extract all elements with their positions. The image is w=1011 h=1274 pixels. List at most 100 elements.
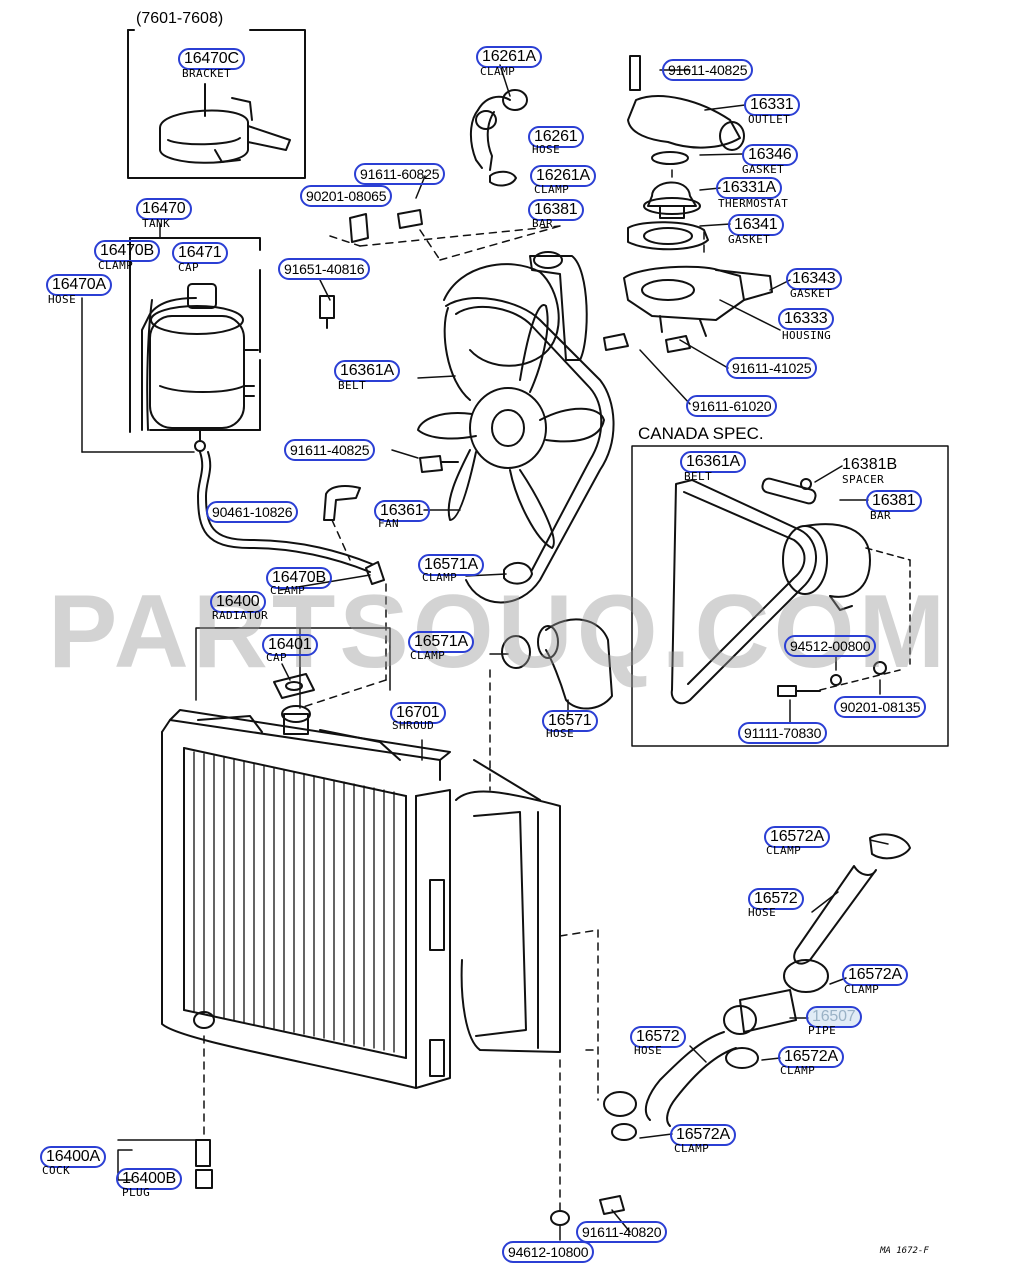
- part-callout-16507[interactable]: 16507: [806, 1006, 862, 1028]
- part-callout-16400[interactable]: 16400: [210, 591, 266, 613]
- part-callout-91611-40825-top[interactable]: 91611-40825: [662, 59, 754, 81]
- part-callout-16571[interactable]: 16571: [542, 710, 598, 732]
- part-name-gasket-16343: GASKET: [790, 287, 833, 300]
- part-callout-16470b-top[interactable]: 16470B: [94, 240, 160, 262]
- part-callout-16361a-canada[interactable]: 16361A: [680, 451, 746, 473]
- part-name-clamp-16470b-lower: CLAMP: [270, 584, 306, 597]
- part-name-fan: FAN: [378, 517, 400, 530]
- part-name-hose-16470a: HOSE: [48, 293, 77, 306]
- part-name-hose-16572-lower: HOSE: [634, 1044, 663, 1057]
- part-callout-16572-lower[interactable]: 16572: [630, 1026, 686, 1048]
- part-name-cap-16471: CAP: [178, 261, 200, 274]
- part-callout-16401[interactable]: 16401: [262, 634, 318, 656]
- part-callout-16261a-lower[interactable]: 16261A: [530, 165, 596, 187]
- part-name-hose-16572-upper: HOSE: [748, 906, 777, 919]
- part-callout-91111-70830[interactable]: 91111-70830: [738, 722, 828, 744]
- part-callout-91651-40816[interactable]: 91651-40816: [278, 258, 371, 280]
- part-callout-90461-10826[interactable]: 90461-10826: [206, 501, 299, 523]
- part-callout-16572a-2[interactable]: 16572A: [842, 964, 908, 986]
- part-name-tank: TANK: [142, 217, 171, 230]
- upper-hose-16261-drawing: [470, 89, 528, 187]
- part-callout-94612-10800[interactable]: 94612-10800: [502, 1241, 595, 1263]
- part-callout-16471[interactable]: 16471: [172, 242, 228, 264]
- part-label-16381b[interactable]: 16381B: [842, 456, 898, 473]
- part-name-thermostat: THERMOSTAT: [718, 197, 789, 210]
- part-callout-16470[interactable]: 16470: [136, 198, 192, 220]
- canada-belt-drawing: [670, 477, 887, 705]
- radiator-label-bracket: [195, 627, 391, 709]
- part-callout-16331a[interactable]: 16331A: [716, 177, 782, 199]
- bypass-hose-16572-drawing: [603, 833, 911, 1141]
- part-callout-16572a-1[interactable]: 16572A: [764, 826, 830, 848]
- reserve-tank-box: [129, 237, 261, 433]
- part-name-gasket-16341: GASKET: [728, 233, 771, 246]
- part-name-clamp-16572a-1: CLAMP: [766, 844, 802, 857]
- part-callout-91611-40820[interactable]: 91611-40820: [576, 1221, 668, 1243]
- part-name-bar-16381-canada: BAR: [870, 509, 892, 522]
- canada-spec-box: [631, 445, 949, 747]
- part-callout-16571a-upper[interactable]: 16571A: [418, 554, 484, 576]
- part-callout-16381-canada[interactable]: 16381: [866, 490, 922, 512]
- part-name-radiator: RADIATOR: [212, 609, 269, 622]
- part-name-clamp-16572a-2: CLAMP: [844, 983, 880, 996]
- part-callout-16572-upper[interactable]: 16572: [748, 888, 804, 910]
- radiator-16400-drawing: [161, 705, 451, 1089]
- part-name-hose-16261: HOSE: [532, 143, 561, 156]
- part-callout-90201-08065[interactable]: 90201-08065: [300, 185, 393, 207]
- part-callout-16343[interactable]: 16343: [786, 268, 842, 290]
- part-name-clamp-16470b-top: CLAMP: [98, 259, 134, 272]
- shroud-16701-drawing: [455, 759, 561, 1053]
- part-name-hose-16571: HOSE: [546, 727, 575, 740]
- part-callout-16701[interactable]: 16701: [390, 702, 446, 724]
- part-name-belt-main: BELT: [338, 379, 367, 392]
- part-name-clamp-16572a-3: CLAMP: [780, 1064, 816, 1077]
- part-name-pipe: PIPE: [808, 1024, 837, 1037]
- part-callout-16361[interactable]: 16361: [374, 500, 430, 522]
- canada-spec-heading: CANADA SPEC.: [638, 424, 764, 443]
- part-callout-16470a[interactable]: 16470A: [46, 274, 112, 296]
- part-callout-16400a[interactable]: 16400A: [40, 1146, 106, 1168]
- part-name-gasket-16346: GASKET: [742, 163, 785, 176]
- part-callout-16331[interactable]: 16331: [744, 94, 800, 116]
- part-callout-16261a-upper[interactable]: 16261A: [476, 46, 542, 68]
- part-name-plug: PLUG: [122, 1186, 151, 1199]
- part-callout-16261[interactable]: 16261: [528, 126, 584, 148]
- part-name-belt-canada: BELT: [684, 470, 713, 483]
- part-name-clamp-16571a-upper: CLAMP: [422, 571, 458, 584]
- part-name-clamp-16261a-upper: CLAMP: [480, 65, 516, 78]
- part-callout-16333[interactable]: 16333: [778, 308, 834, 330]
- part-name-cock: COCK: [42, 1164, 71, 1177]
- part-callout-16470c[interactable]: 16470C: [178, 48, 245, 70]
- part-callout-16470b-lower[interactable]: 16470B: [266, 567, 332, 589]
- part-callout-16361a-main[interactable]: 16361A: [334, 360, 400, 382]
- part-name-housing: HOUSING: [782, 329, 832, 342]
- housing-16333-drawing: [623, 265, 773, 337]
- part-callout-16381-main[interactable]: 16381: [528, 199, 584, 221]
- lower-hose-16571-drawing: [501, 562, 613, 710]
- part-callout-16571a-lower[interactable]: 16571A: [408, 631, 474, 653]
- part-callout-91611-60825[interactable]: 91611-60825: [354, 163, 446, 185]
- part-callout-90201-08135[interactable]: 90201-08135: [834, 696, 927, 718]
- part-callout-16400b[interactable]: 16400B: [116, 1168, 182, 1190]
- part-name-clamp-16571a-lower: CLAMP: [410, 649, 446, 662]
- part-callout-91611-41025[interactable]: 91611-41025: [726, 357, 818, 379]
- part-callout-16341[interactable]: 16341: [728, 214, 784, 236]
- bracket-inset-box: [127, 29, 306, 179]
- part-name-cap-16401: CAP: [266, 651, 288, 664]
- drive-belt-16361a-drawing: [445, 297, 615, 604]
- overflow-hose-16470a-drawing: [197, 451, 385, 585]
- radiator-core-fins: [193, 751, 395, 1053]
- part-callout-16572a-4[interactable]: 16572A: [670, 1124, 736, 1146]
- part-callout-16572a-3[interactable]: 16572A: [778, 1046, 844, 1068]
- part-name-outlet: OUTLET: [748, 113, 791, 126]
- part-callout-91611-40825-mid[interactable]: 91611-40825: [284, 439, 376, 461]
- part-name-spacer: SPACER: [842, 473, 885, 486]
- date-range-label: (7601-7608): [136, 10, 224, 27]
- part-callout-91611-61020[interactable]: 91611-61020: [686, 395, 778, 417]
- water-outlet-16331-drawing: [627, 55, 745, 165]
- part-callout-16346[interactable]: 16346: [742, 144, 798, 166]
- bracket-90461-drawing: [323, 485, 361, 521]
- part-callout-94512-00800[interactable]: 94512-00800: [784, 635, 877, 657]
